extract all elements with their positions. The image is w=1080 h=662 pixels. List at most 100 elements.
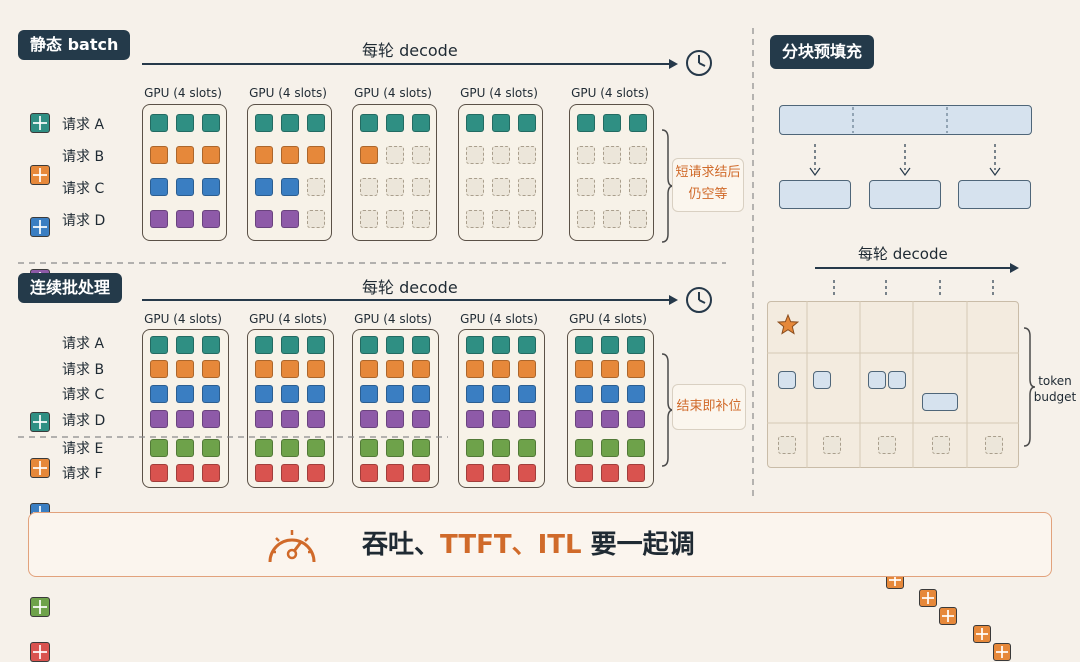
gpu-label: GPU (4 slots) bbox=[569, 312, 647, 326]
slot-filled bbox=[202, 146, 220, 164]
slot-filled bbox=[412, 385, 430, 403]
slot-filled bbox=[281, 210, 299, 228]
slot-filled bbox=[176, 146, 194, 164]
slot-filled bbox=[518, 385, 536, 403]
section-divider bbox=[18, 262, 726, 264]
chunked-timeline-arrow bbox=[815, 267, 1011, 269]
slot-filled bbox=[150, 146, 168, 164]
gpu-label: GPU (4 slots) bbox=[144, 312, 222, 326]
static-note: 短请求结后 仍空等 bbox=[672, 158, 744, 212]
slot-filled bbox=[176, 336, 194, 354]
chunked-timeline-label: 每轮 decode bbox=[858, 245, 948, 263]
slot-filled bbox=[360, 146, 378, 164]
prefill-token bbox=[888, 371, 906, 389]
slot-filled bbox=[518, 464, 536, 482]
gpu-label: GPU (4 slots) bbox=[144, 86, 222, 100]
slot-filled bbox=[202, 464, 220, 482]
slot-empty bbox=[492, 210, 510, 228]
slot-filled bbox=[150, 410, 168, 428]
token-budget-label: token budget bbox=[1030, 373, 1080, 405]
slot-filled bbox=[577, 114, 595, 132]
slot-filled bbox=[281, 410, 299, 428]
slot-filled bbox=[627, 410, 645, 428]
slot-filled bbox=[176, 178, 194, 196]
slot-empty bbox=[492, 178, 510, 196]
slot-filled bbox=[492, 464, 510, 482]
prefill-token bbox=[868, 371, 886, 389]
slot-empty bbox=[603, 178, 621, 196]
decode-token bbox=[919, 589, 937, 607]
slot-filled bbox=[575, 336, 593, 354]
slot-empty bbox=[577, 210, 595, 228]
continuous-timeline-label: 每轮 decode bbox=[362, 278, 458, 297]
slot-filled bbox=[412, 360, 430, 378]
gpu-label: GPU (4 slots) bbox=[460, 86, 538, 100]
static-note-line-1: 短请求结后 bbox=[675, 165, 741, 180]
request-legend-label: 请求 C bbox=[62, 387, 105, 403]
slot-filled bbox=[360, 464, 378, 482]
request-legend-icon bbox=[30, 597, 50, 617]
slot-filled bbox=[492, 336, 510, 354]
request-legend-label: 请求 D bbox=[62, 213, 106, 229]
gpu-box bbox=[142, 329, 229, 488]
slot-filled bbox=[202, 410, 220, 428]
slot-empty bbox=[466, 146, 484, 164]
request-legend-label: 请求 C bbox=[62, 181, 105, 197]
slot-filled bbox=[518, 410, 536, 428]
slot-filled bbox=[281, 336, 299, 354]
slot-filled bbox=[360, 385, 378, 403]
slot-empty bbox=[412, 210, 430, 228]
continuous-batch-title: 连续批处理 bbox=[18, 273, 123, 303]
slot-filled bbox=[627, 439, 645, 457]
slot-filled bbox=[386, 385, 404, 403]
column-divider bbox=[752, 28, 754, 498]
slot-filled bbox=[601, 439, 619, 457]
slot-filled bbox=[202, 178, 220, 196]
slot-filled bbox=[386, 464, 404, 482]
slot-filled bbox=[492, 360, 510, 378]
slot-filled bbox=[627, 385, 645, 403]
gpu-label: GPU (4 slots) bbox=[249, 312, 327, 326]
slot-filled bbox=[255, 385, 273, 403]
slot-filled bbox=[281, 178, 299, 196]
slot-filled bbox=[386, 336, 404, 354]
slot-filled bbox=[255, 439, 273, 457]
slot-filled bbox=[386, 410, 404, 428]
slot-empty bbox=[878, 436, 896, 454]
slot-filled bbox=[412, 410, 430, 428]
slot-filled bbox=[255, 114, 273, 132]
chunked-grid-lines bbox=[767, 301, 1019, 468]
slot-filled bbox=[176, 114, 194, 132]
slot-filled bbox=[255, 178, 273, 196]
slot-empty bbox=[492, 146, 510, 164]
slot-empty bbox=[412, 178, 430, 196]
summary-text-prefix: 吞吐、 bbox=[362, 530, 441, 560]
slot-filled bbox=[150, 464, 168, 482]
slot-empty bbox=[360, 178, 378, 196]
slot-filled bbox=[150, 178, 168, 196]
static-timeline-arrowhead bbox=[669, 59, 678, 69]
slot-filled bbox=[202, 439, 220, 457]
slot-empty bbox=[778, 436, 796, 454]
slot-filled bbox=[601, 336, 619, 354]
slot-empty bbox=[386, 178, 404, 196]
slot-empty bbox=[518, 210, 536, 228]
slot-filled bbox=[492, 439, 510, 457]
request-legend-label: 请求 A bbox=[62, 336, 105, 352]
slot-filled bbox=[360, 114, 378, 132]
gpu-label: GPU (4 slots) bbox=[249, 86, 327, 100]
request-legend-label: 请求 E bbox=[62, 441, 104, 457]
slot-filled bbox=[466, 360, 484, 378]
slot-filled bbox=[255, 336, 273, 354]
refill-divider bbox=[18, 436, 448, 438]
token-budget-line-2: budget bbox=[1033, 390, 1077, 404]
prefill-chunk-1 bbox=[779, 180, 851, 209]
request-legend-icon bbox=[30, 165, 50, 185]
request-legend-label: 请求 B bbox=[62, 149, 105, 165]
slot-filled bbox=[518, 114, 536, 132]
slot-filled bbox=[150, 210, 168, 228]
gpu-box bbox=[567, 329, 654, 488]
slot-empty bbox=[412, 146, 430, 164]
static-note-line-2: 仍空等 bbox=[688, 187, 728, 202]
